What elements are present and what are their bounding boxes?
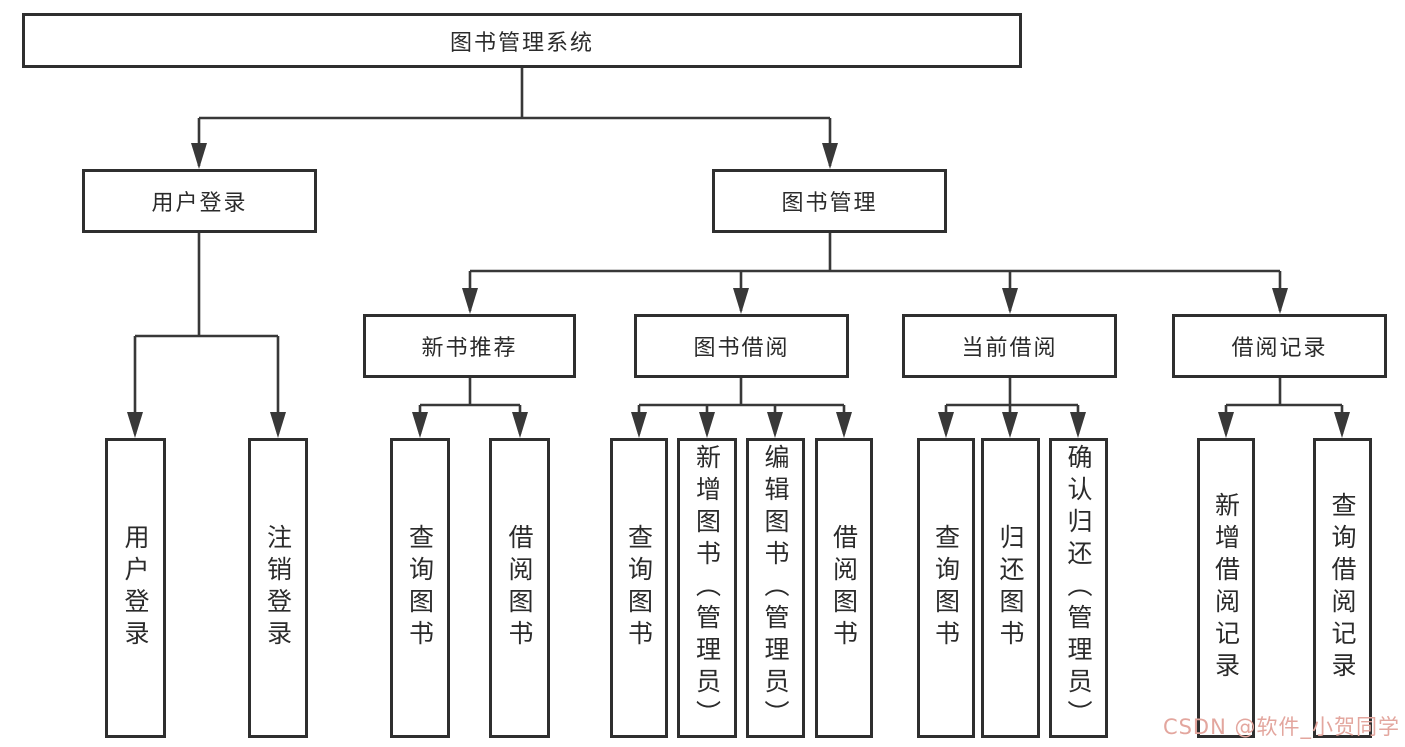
leaf-borrow-query-books: 查询图书 [610, 438, 668, 738]
node-book-borrow: 图书借阅 [634, 314, 849, 378]
node-current-borrow: 当前借阅 [902, 314, 1117, 378]
leaf-newbook-query-books: 查询图书 [390, 438, 450, 738]
leaf-user-login: 用户登录 [105, 438, 166, 738]
leaf-current-query-books: 查询图书 [917, 438, 975, 738]
leaf-current-confirm-return-admin: 确认归还（管理员） [1049, 438, 1108, 738]
node-library-management-system: 图书管理系统 [22, 13, 1022, 68]
node-borrow-records: 借阅记录 [1172, 314, 1387, 378]
leaf-records-add-record: 新增借阅记录 [1197, 438, 1255, 738]
node-book-management: 图书管理 [712, 169, 947, 233]
leaf-current-return-books: 归还图书 [981, 438, 1040, 738]
node-new-book-recommend: 新书推荐 [363, 314, 576, 378]
leaf-borrow-edit-books-admin: 编辑图书（管理员） [746, 438, 805, 738]
leaf-borrow-add-books-admin: 新增图书（管理员） [677, 438, 737, 738]
arrowhead-icons [127, 143, 1350, 438]
leaf-borrow-borrow-books: 借阅图书 [815, 438, 873, 738]
leaf-newbook-borrow-books: 借阅图书 [489, 438, 550, 738]
leaf-records-query-record: 查询借阅记录 [1313, 438, 1372, 738]
node-user-login: 用户登录 [82, 169, 317, 233]
leaf-logout: 注销登录 [248, 438, 308, 738]
